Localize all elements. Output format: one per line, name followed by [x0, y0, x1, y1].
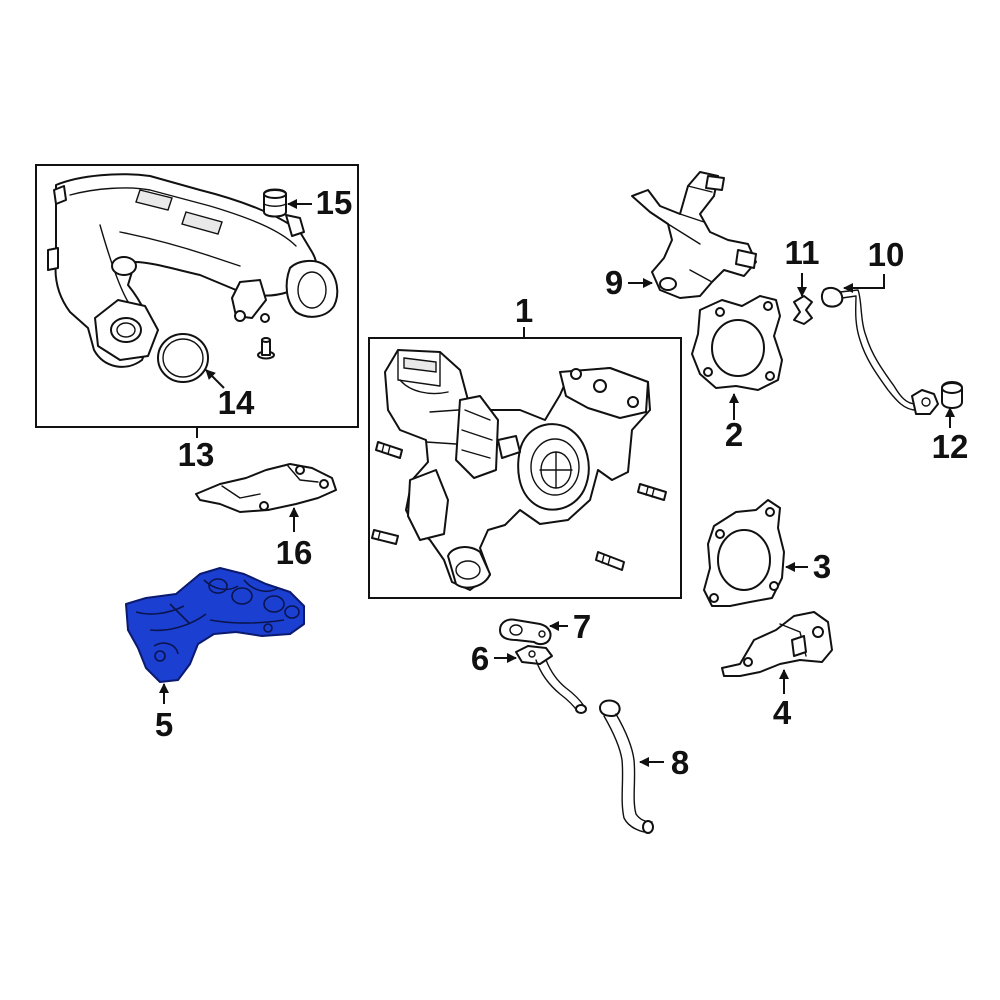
gasket-part-3[interactable]: [703, 499, 785, 607]
hose-part-8[interactable]: [599, 699, 654, 834]
gasket-part-7[interactable]: [499, 618, 552, 646]
bracket-part-9[interactable]: [631, 171, 757, 299]
callout-2[interactable]: 2: [725, 416, 743, 453]
callout-7[interactable]: 7: [573, 608, 591, 645]
stud-bolts-part-1[interactable]: [371, 441, 667, 571]
intake-pipe-part-13[interactable]: [47, 173, 339, 368]
heat-shield-part-16[interactable]: [195, 463, 337, 513]
callout-16[interactable]: 16: [276, 534, 313, 571]
callout-4[interactable]: 4: [773, 694, 792, 731]
cap-part-12[interactable]: [941, 381, 963, 409]
o-ring-part-14[interactable]: [157, 333, 209, 383]
callout-5[interactable]: 5: [155, 706, 173, 743]
callout-3[interactable]: 3: [813, 548, 831, 585]
callout-11[interactable]: 11: [785, 234, 820, 271]
leader-14: [205, 369, 225, 389]
leader-10: [843, 274, 885, 293]
callout-15[interactable]: 15: [316, 184, 353, 221]
callout-1[interactable]: 1: [515, 292, 533, 329]
pipe-part-6[interactable]: [515, 645, 587, 714]
clip-part-11[interactable]: [793, 295, 813, 325]
bracket-part-4[interactable]: [721, 611, 833, 677]
cap-part-15[interactable]: [263, 188, 287, 218]
callout-10[interactable]: 10: [868, 236, 905, 273]
callout-12[interactable]: 12: [932, 428, 969, 465]
heat-shield-part-5[interactable]: [125, 567, 305, 683]
turbocharger-part-1[interactable]: [384, 349, 651, 591]
gasket-part-2[interactable]: [691, 295, 783, 391]
callout-8[interactable]: 8: [671, 744, 689, 781]
callout-9[interactable]: 9: [605, 264, 623, 301]
callout-14[interactable]: 14: [218, 384, 255, 421]
bolt-in-box-13[interactable]: [257, 337, 275, 360]
tube-part-10[interactable]: [820, 287, 939, 415]
callout-13[interactable]: 13: [178, 436, 215, 473]
callout-6[interactable]: 6: [471, 640, 489, 677]
